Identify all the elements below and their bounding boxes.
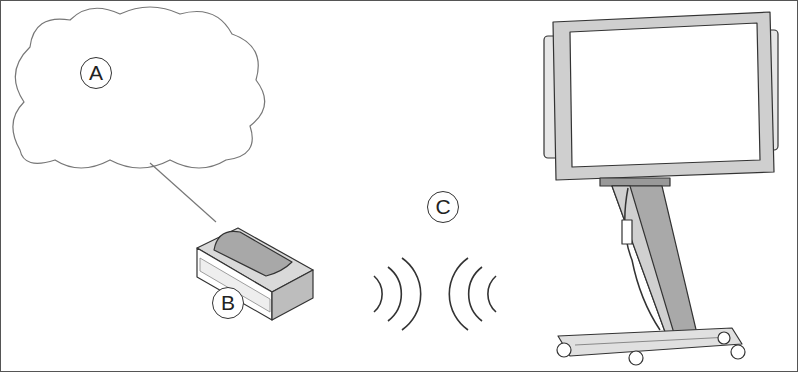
- connection-line: [150, 163, 216, 222]
- router: [197, 228, 313, 320]
- cloud: [13, 7, 265, 168]
- device-cart: [544, 12, 778, 365]
- wireless-waves: [374, 258, 496, 330]
- callout-letter: C: [427, 191, 459, 223]
- callout-letter: A: [80, 57, 112, 89]
- callout-letter: B: [212, 287, 244, 319]
